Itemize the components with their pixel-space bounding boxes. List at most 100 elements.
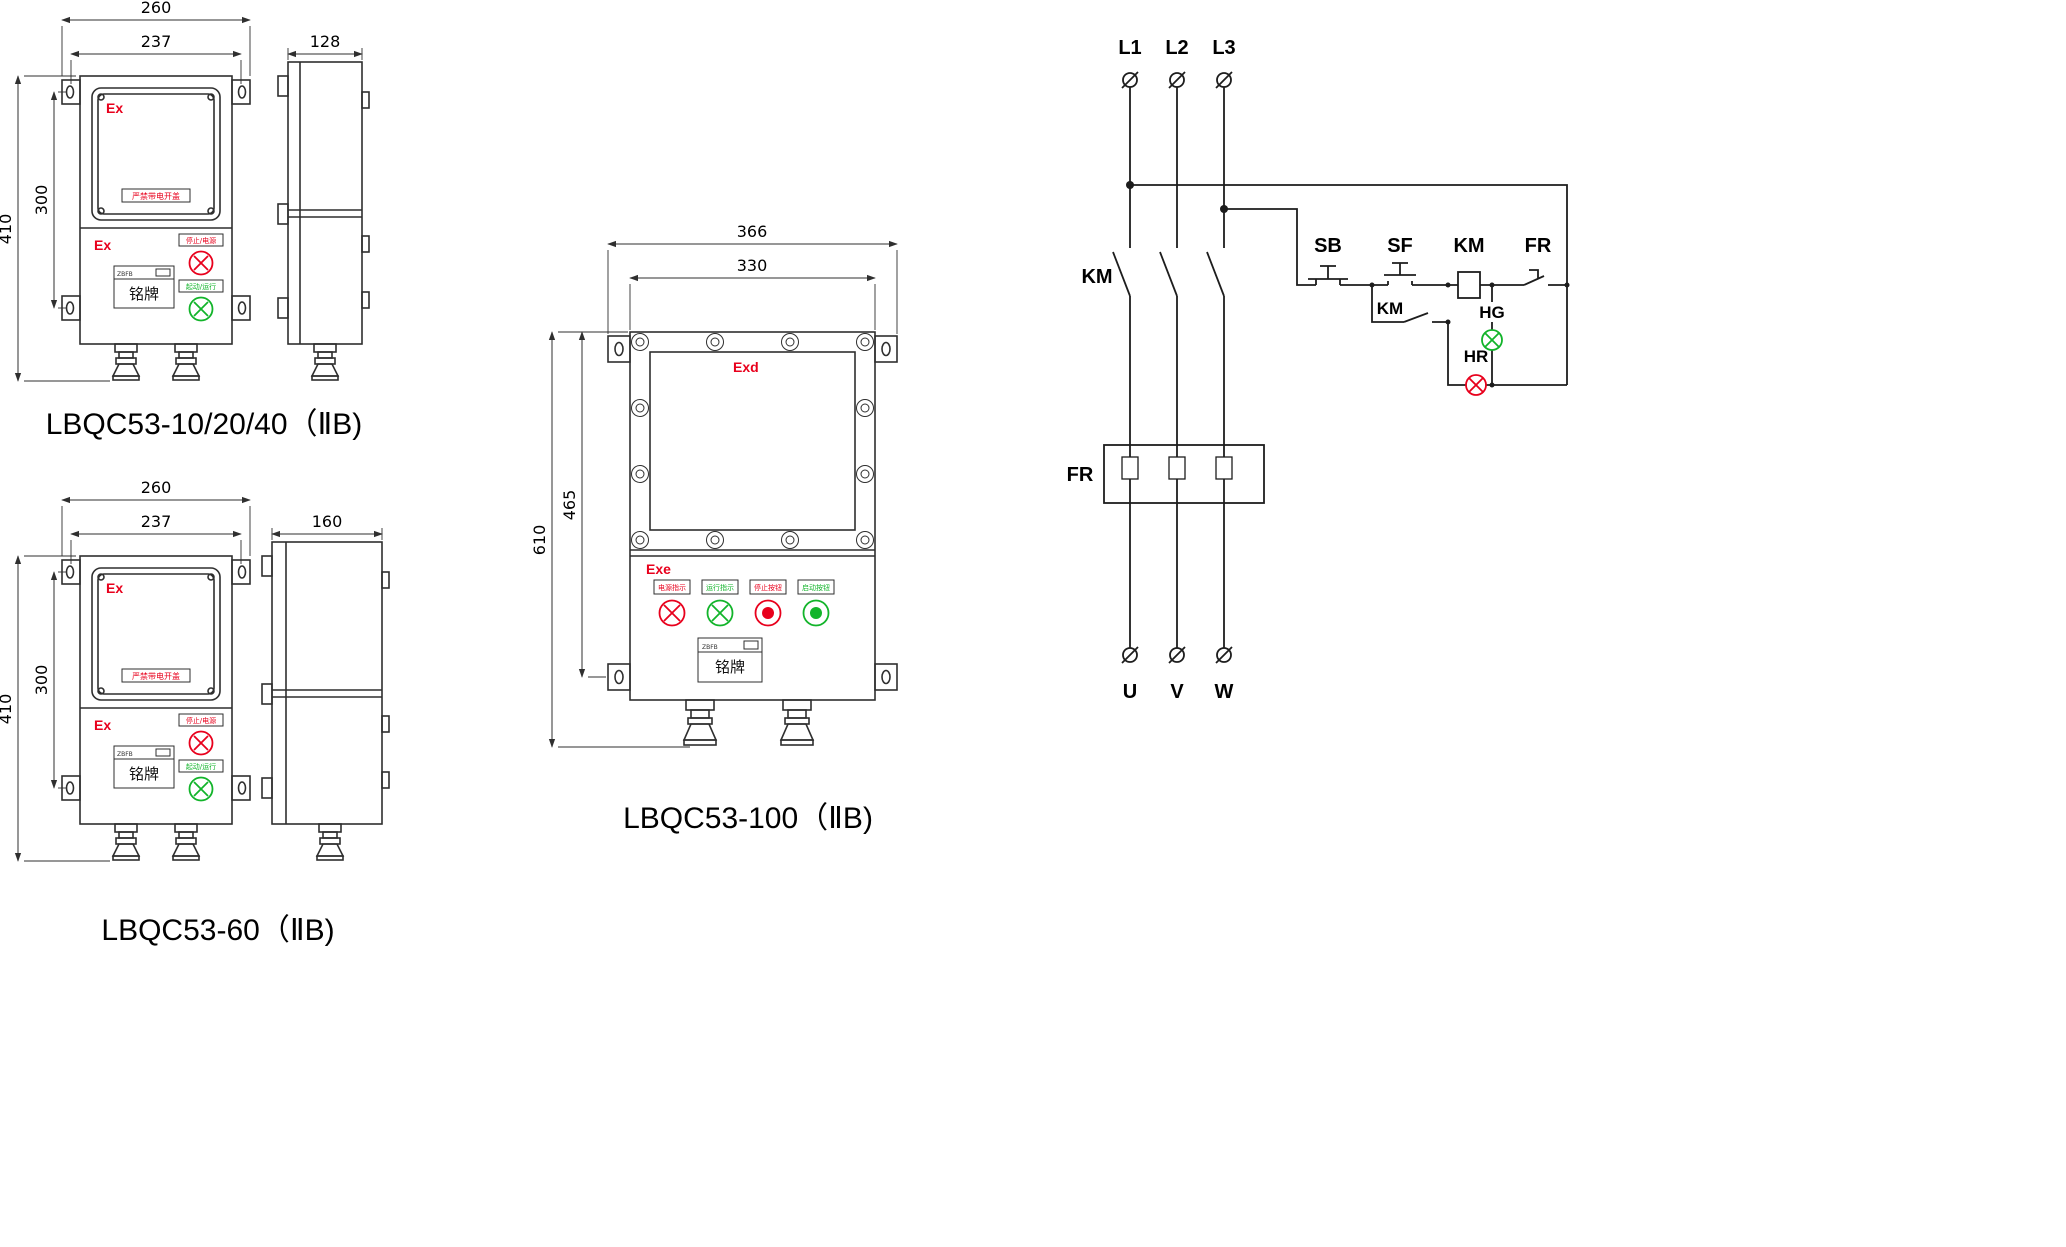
fr-main-label: FR [1067, 464, 1094, 486]
dim-text: 237 [141, 512, 172, 531]
dim-text: 128 [310, 32, 341, 51]
sf-label: SF [1387, 235, 1413, 257]
stop-button-unit: 停止按钮 [749, 579, 787, 627]
dimension-outer-height-2: 410 [0, 555, 110, 862]
wiring-diagram: L1 L2 L3 KM FR U V [1067, 37, 1570, 703]
hr-lamp-branch [1447, 322, 1567, 396]
warning-text: 严禁带电开盖 [132, 671, 180, 681]
warning-plate: 严禁带电开盖 [121, 188, 191, 203]
control-rail-top [1130, 184, 1568, 385]
junction-dot [1564, 282, 1570, 288]
cable-gland [111, 343, 141, 381]
km-coil-label: KM [1453, 235, 1484, 257]
start-button-unit: 启动按钮 [797, 579, 835, 627]
dimension-depth-1: 128 [287, 32, 363, 60]
run-indicator-label: 运行指示 [706, 583, 734, 592]
enclosure-side-view-1: 128 [277, 32, 370, 381]
nameplate: ZBFB 铭牌 [113, 265, 175, 309]
stop-indicator-label: 停止/电源 [186, 236, 216, 245]
mounting-ears [607, 335, 898, 691]
stop-button-label: 停止按钮 [754, 583, 782, 592]
phase-lines-mid [1129, 296, 1225, 457]
dimension-outer-width-1: 260 [61, 0, 251, 76]
side-body [261, 541, 390, 861]
start-button-label: 启动按钮 [802, 583, 830, 592]
enclosure-body [629, 331, 876, 701]
dim-text: 465 [560, 490, 579, 521]
exd-marking: Exd [733, 359, 759, 375]
side-body [277, 61, 370, 381]
nameplate-text: 铭牌 [129, 285, 159, 303]
stop-indicator: 停止/电源 [178, 713, 224, 756]
sb-stop-button [1308, 265, 1365, 286]
km-aux-label: KM [1377, 299, 1403, 318]
cable-gland [171, 823, 201, 861]
enclosure-front-view-3: 366 330 610 465 [530, 222, 898, 748]
enclosure-front-view-2: 260 237 410 300 [0, 478, 251, 862]
km-main-contacts [1112, 251, 1225, 297]
enclosure-side-view-2: 160 [261, 512, 390, 861]
dim-text: 160 [312, 512, 343, 531]
cable-gland [682, 699, 718, 746]
dimension-outer-height-1: 410 [0, 75, 110, 382]
enclosure-front-view-1: 260 237 410 300 [0, 0, 251, 382]
run-indicator-label: 起动/运行 [186, 762, 216, 771]
dimension-depth-2: 160 [271, 512, 383, 540]
cable-gland [779, 699, 815, 746]
power-indicator-unit: 电源指示 [653, 579, 691, 627]
dimension-outer-height-3: 610 [530, 331, 690, 748]
km-main-label: KM [1081, 266, 1112, 288]
sf-start-button [1365, 262, 1448, 286]
run-indicator-unit: 运行指示 [701, 579, 739, 627]
cable-gland [171, 343, 201, 381]
nameplate: ZBFB 铭牌 [697, 637, 763, 683]
power-indicator-label: 电源指示 [658, 583, 686, 592]
enclosure-body [61, 555, 251, 825]
stop-indicator: 停止/电源 [178, 233, 224, 276]
output-label-w: W [1215, 681, 1234, 703]
hg-lamp-branch [1481, 285, 1503, 385]
stop-indicator-label: 停止/电源 [186, 716, 216, 725]
run-indicator: 起动/运行 [178, 759, 224, 802]
dim-text: 410 [0, 694, 15, 725]
warning-plate: 严禁带电开盖 [121, 668, 191, 683]
drawing-title-3: LBQC53-100（ⅡB) [623, 802, 873, 835]
ex-marking-lid: Ex [106, 100, 123, 116]
cable-gland [111, 823, 141, 861]
phase-lines-upper [1129, 87, 1225, 248]
nameplate-code: ZBFB [702, 644, 718, 651]
dim-text: 610 [530, 525, 549, 556]
output-label-v: V [1170, 681, 1184, 703]
dim-text: 260 [141, 478, 172, 497]
km-coil [1448, 271, 1492, 299]
junction-dot [1489, 282, 1495, 288]
sb-label: SB [1314, 235, 1342, 257]
phase-lines-lower [1129, 479, 1225, 648]
exe-marking: Exe [646, 561, 671, 577]
run-indicator: 起动/运行 [178, 279, 224, 322]
dimension-outer-width-2: 260 [61, 478, 251, 556]
fr-thermal-relay [1103, 444, 1265, 504]
dim-text: 237 [141, 32, 172, 51]
ex-marking-panel: Ex [94, 237, 111, 253]
nameplate-text: 铭牌 [715, 658, 745, 676]
fr-nc-contact [1492, 269, 1567, 286]
dimension-outer-width-3: 366 [607, 222, 898, 334]
enclosure-body [61, 75, 251, 345]
ex-marking-lid: Ex [106, 580, 123, 596]
nameplate: ZBFB 铭牌 [113, 745, 175, 789]
junction-dot [1369, 282, 1375, 288]
input-terminals [1121, 71, 1233, 89]
dim-text: 300 [32, 185, 51, 216]
run-indicator-label: 起动/运行 [186, 282, 216, 291]
output-terminals [1121, 646, 1233, 664]
fr-contact-label: FR [1525, 235, 1552, 257]
km-aux-contact [1371, 285, 1448, 323]
control-feed [1224, 208, 1316, 286]
dim-text: 300 [32, 665, 51, 696]
ex-marking-panel: Ex [94, 717, 111, 733]
nameplate-code: ZBFB [117, 271, 133, 278]
phase-label-l2: L2 [1165, 37, 1188, 59]
